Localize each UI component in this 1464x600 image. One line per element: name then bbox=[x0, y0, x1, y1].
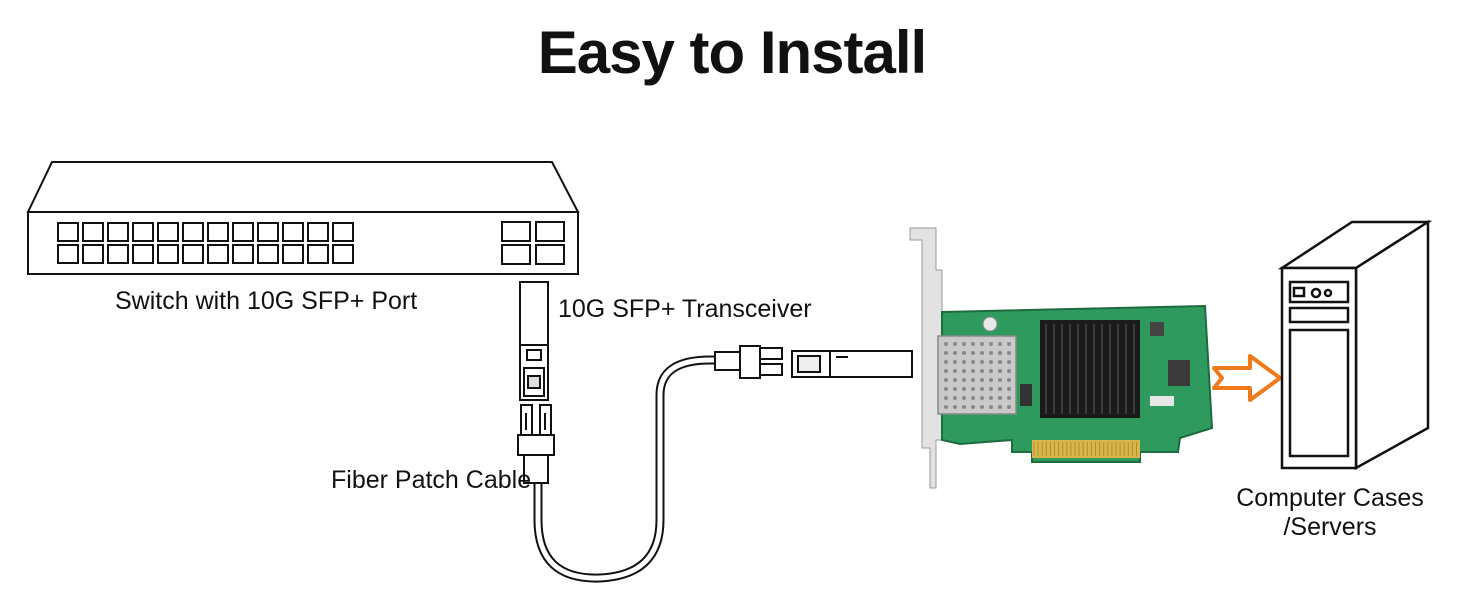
switch-port bbox=[282, 222, 304, 242]
computer-label: Computer Cases /Servers bbox=[1232, 484, 1428, 542]
switch-port bbox=[157, 244, 179, 264]
switch-port bbox=[282, 244, 304, 264]
switch-port bbox=[332, 244, 354, 264]
page-title: Easy to Install bbox=[537, 19, 927, 86]
switch-port bbox=[132, 244, 154, 264]
sfp-transceiver-icon bbox=[519, 281, 549, 401]
computer-tower-icon bbox=[1277, 219, 1433, 471]
switch-port bbox=[207, 244, 229, 264]
switch-port bbox=[207, 222, 229, 242]
switch-label: Switch with 10G SFP+ Port bbox=[115, 287, 418, 315]
switch-port bbox=[182, 244, 204, 264]
switch-port bbox=[107, 244, 129, 264]
switch-port bbox=[57, 244, 79, 264]
network-switch bbox=[26, 161, 580, 275]
computer-label-line1: Computer Cases bbox=[1236, 484, 1424, 512]
switch-sfp-ports bbox=[501, 221, 565, 265]
sfp-transceiver-horizontal-icon bbox=[791, 350, 913, 378]
switch-rj45-ports bbox=[57, 222, 354, 264]
switch-port bbox=[82, 222, 104, 242]
switch-port bbox=[332, 222, 354, 242]
switch-port bbox=[257, 222, 279, 242]
switch-port bbox=[157, 222, 179, 242]
lc-connector-vertical-icon bbox=[517, 404, 555, 484]
switch-port bbox=[232, 244, 254, 264]
switch-port bbox=[82, 244, 104, 264]
switch-port bbox=[307, 244, 329, 264]
switch-port bbox=[57, 222, 79, 242]
arrow-right-icon bbox=[1212, 354, 1282, 402]
switch-port bbox=[107, 222, 129, 242]
computer-label-line2: /Servers bbox=[1283, 513, 1377, 541]
transceiver-label: 10G SFP+ Transceiver bbox=[558, 295, 812, 323]
switch-port bbox=[182, 222, 204, 242]
pcie-network-card bbox=[909, 227, 1214, 489]
lc-connector-horizontal-icon bbox=[714, 345, 783, 379]
switch-port bbox=[307, 222, 329, 242]
fiber-patch-cable bbox=[517, 345, 783, 583]
switch-port bbox=[132, 222, 154, 242]
cable-label: Fiber Patch Cable bbox=[331, 466, 532, 494]
switch-port bbox=[232, 222, 254, 242]
switch-port bbox=[257, 244, 279, 264]
